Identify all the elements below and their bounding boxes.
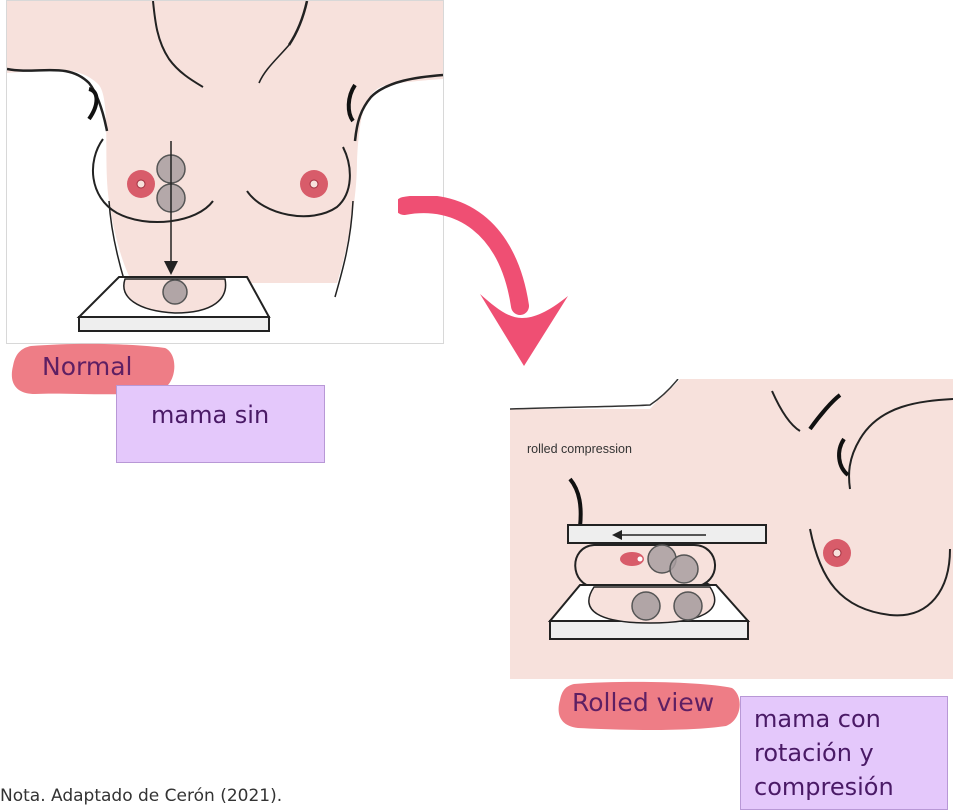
normal-note-box: mama sin xyxy=(116,385,325,463)
normal-breast-diagram xyxy=(7,1,443,343)
rolled-view-illustration: rolled compression xyxy=(510,379,953,679)
normal-label: Normal xyxy=(42,354,132,379)
top-compression-paddle xyxy=(568,525,766,543)
rolled-compression-caption: rolled compression xyxy=(527,442,632,456)
rolled-note-line-1: mama con xyxy=(754,702,947,736)
rolled-lesion-projection-2 xyxy=(674,592,702,620)
curved-arrow-icon xyxy=(398,196,578,376)
rolled-shoulder-line xyxy=(510,379,678,409)
lesion-projection xyxy=(163,280,187,304)
source-note: Nota. Adaptado de Cerón (2021). xyxy=(0,786,282,806)
rolled-note-line-2: rotación y xyxy=(754,736,947,770)
rolled-note-box: mama con rotación y compresión xyxy=(740,696,948,810)
normal-view-illustration xyxy=(6,0,444,344)
rolled-breast-diagram xyxy=(510,379,953,679)
normal-note-text: mama sin xyxy=(151,401,269,429)
torso-skin xyxy=(7,1,443,283)
rolled-view-label: Rolled view xyxy=(572,690,714,715)
rolled-lesion-lower xyxy=(670,555,698,583)
rolled-note-line-3: compresión xyxy=(754,770,947,804)
shoulder-shadow-left xyxy=(89,89,97,119)
rolled-lesion-projection-1 xyxy=(632,592,660,620)
